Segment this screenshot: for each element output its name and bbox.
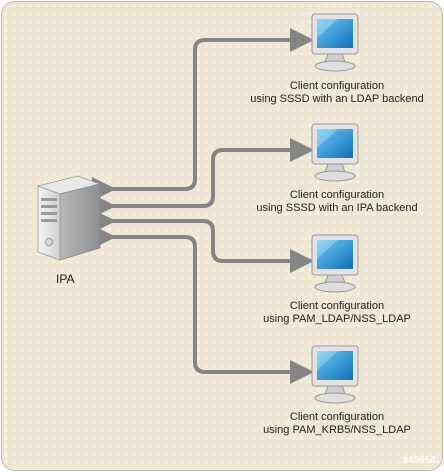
connector-pam-krb5 xyxy=(92,225,314,384)
monitor-icon xyxy=(311,123,359,182)
monitor-icon xyxy=(311,345,359,404)
client-node xyxy=(308,12,364,79)
client-label-line2: using SSSD with an LDAP backend xyxy=(250,93,424,105)
client-label-line2: using PAM_KRB5/NSS_LDAP xyxy=(263,424,411,436)
client-node xyxy=(308,344,364,411)
client-node xyxy=(308,122,364,189)
client-label-line1: Client configuration xyxy=(289,411,385,423)
connector-pam-ldap xyxy=(92,209,314,273)
connector-ldap-backend xyxy=(92,28,314,201)
client-label: Client configuration using PAM_LDAP/NSS_… xyxy=(263,300,411,326)
monitor-icon xyxy=(311,13,359,72)
server-label: IPA xyxy=(56,272,75,286)
client-label-line1: Client configuration xyxy=(289,80,385,92)
client-label: Client configuration using SSSD with an … xyxy=(256,189,417,215)
client-label-line2: using SSSD with an IPA backend xyxy=(256,202,418,214)
monitor-icon xyxy=(311,234,359,293)
client-label-line1: Client configuration xyxy=(289,300,385,312)
server-tower-icon xyxy=(36,175,102,261)
ipa-server xyxy=(32,172,104,269)
client-label: Client configuration using PAM_KRB5/NSS_… xyxy=(263,411,411,437)
connector-ipa-backend xyxy=(92,138,314,218)
client-label-line1: Client configuration xyxy=(289,189,385,201)
client-node xyxy=(308,233,364,300)
client-label-line2: using PAM_LDAP/NSS_LDAP xyxy=(263,313,411,325)
figure-id-watermark: #49658 xyxy=(402,455,436,466)
client-label: Client configuration using SSSD with an … xyxy=(250,80,423,106)
